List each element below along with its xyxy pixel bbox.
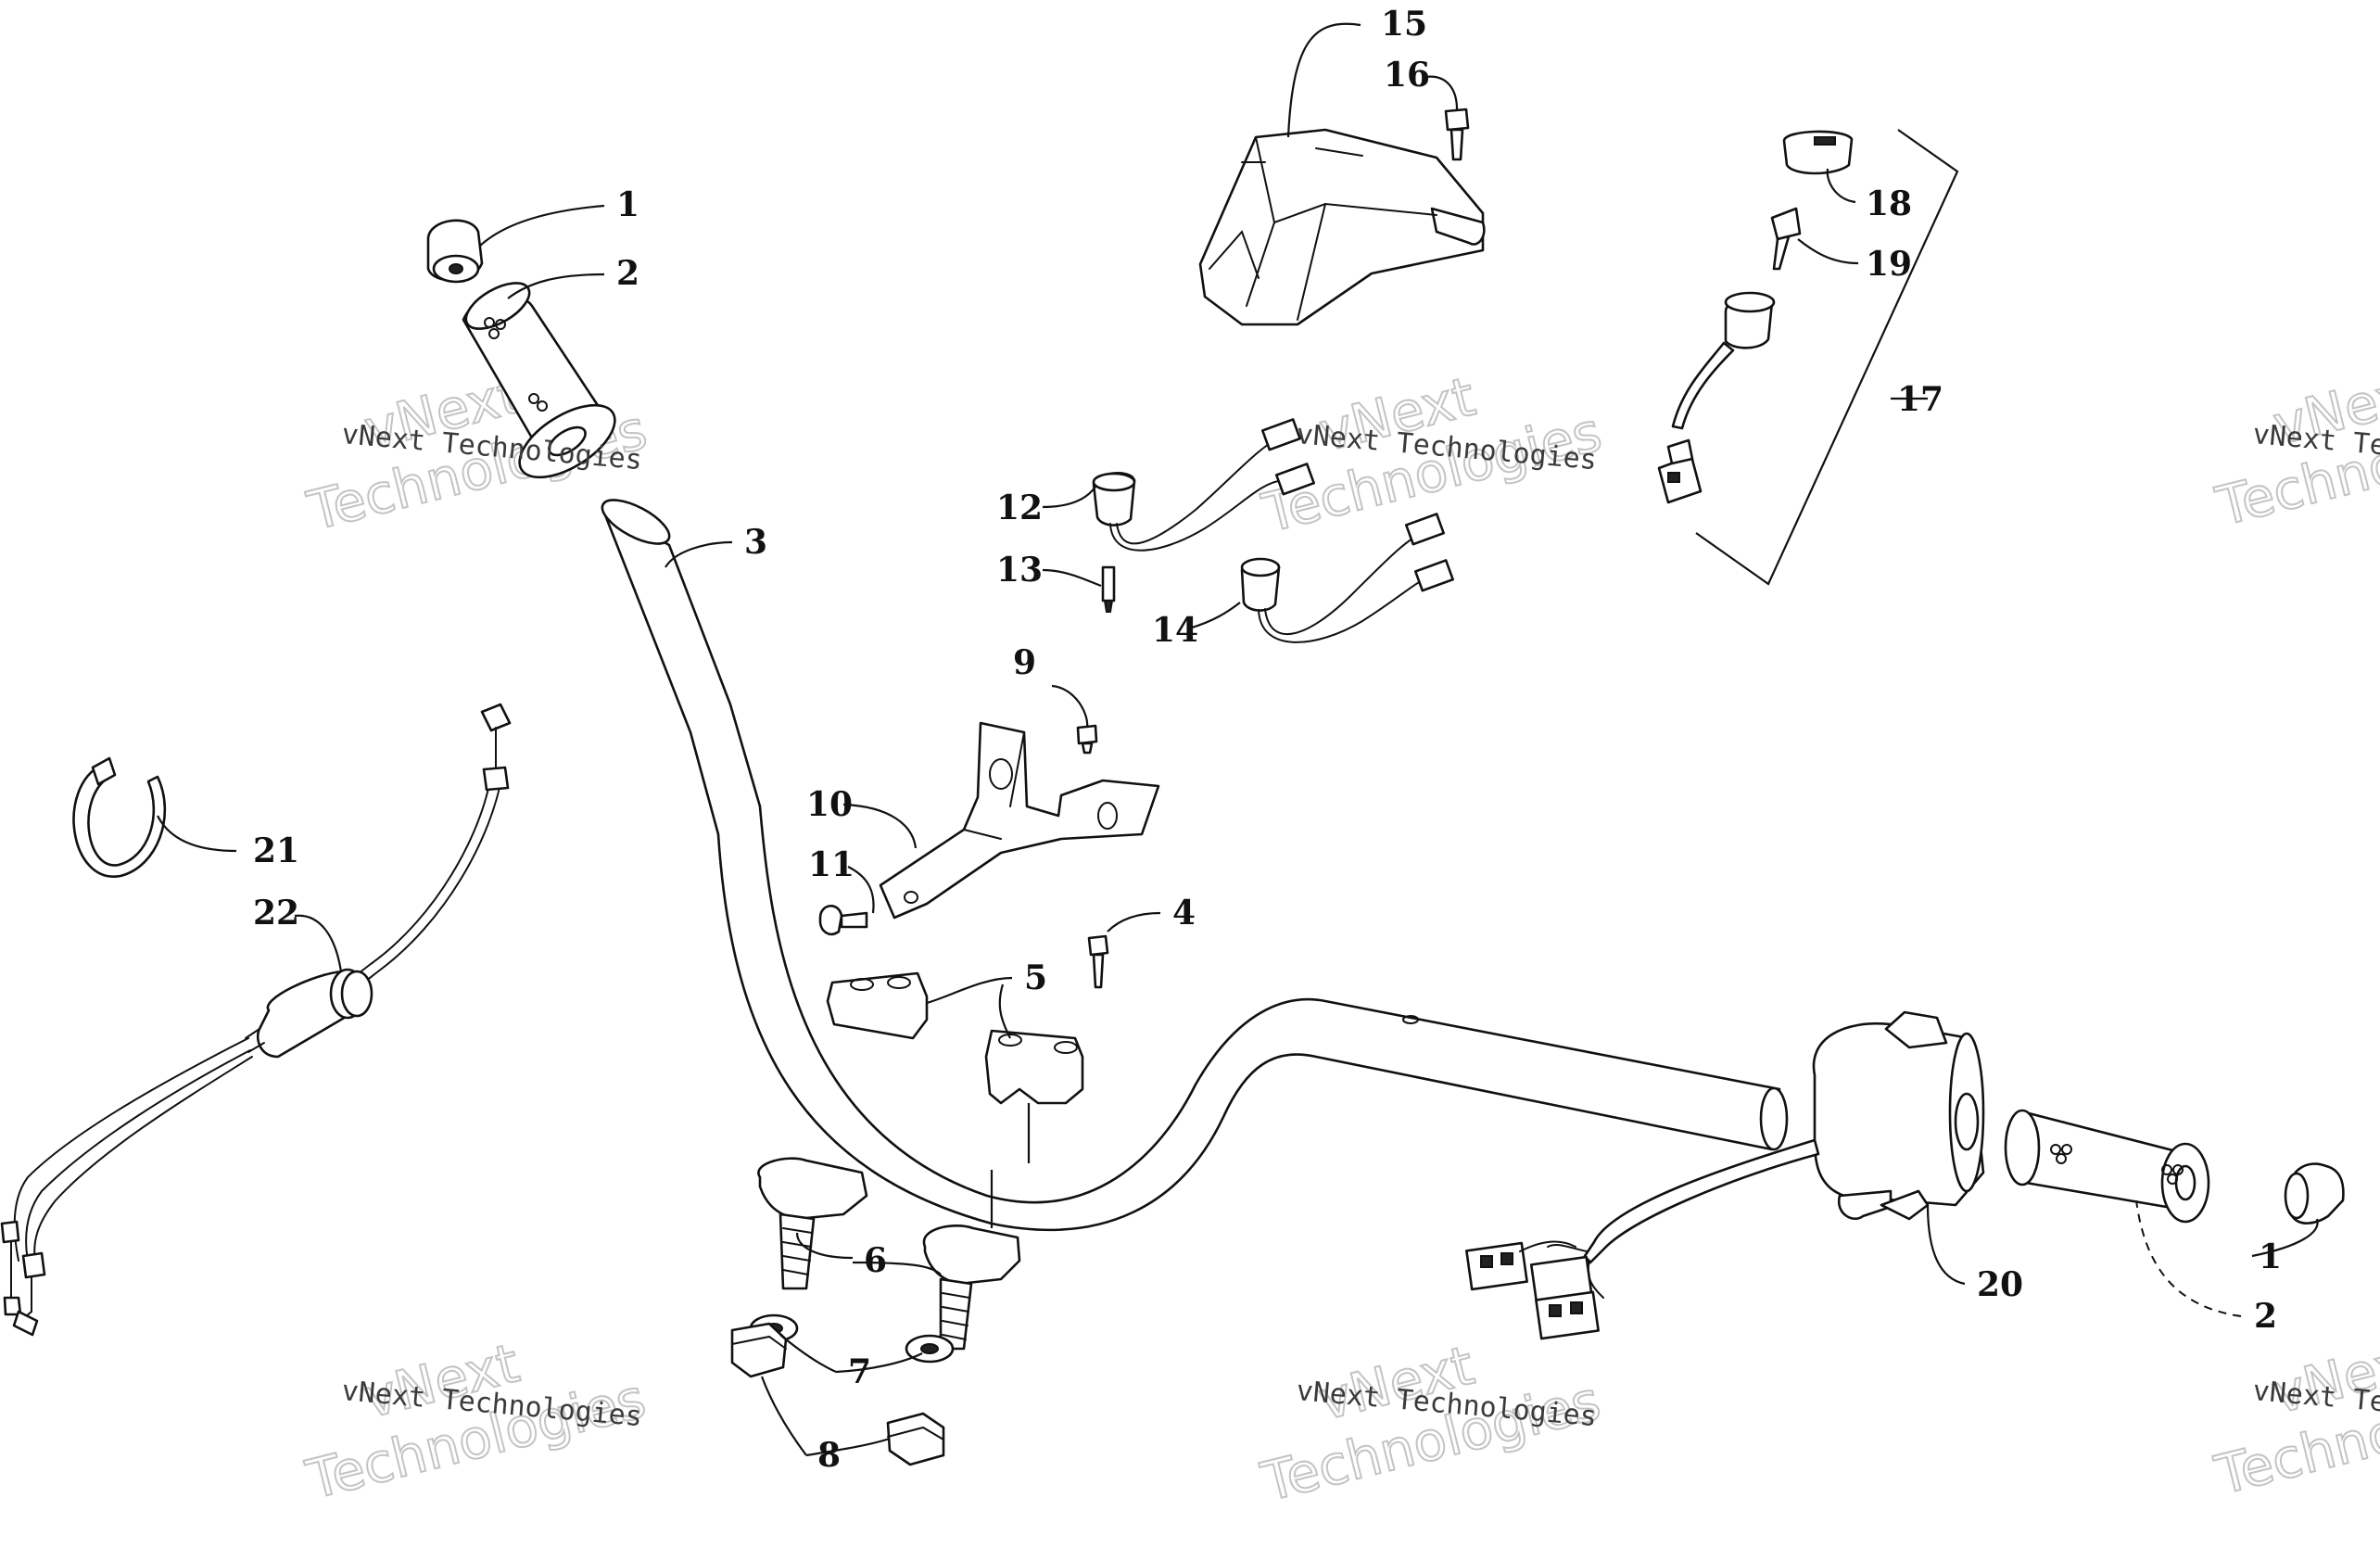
part-ignition-cap [1782,130,1854,175]
callout-16: 16 [1384,56,1430,95]
part-ignition-switch [1657,291,1776,504]
part-screw-4 [1087,934,1109,989]
callout-5: 5 [1024,958,1047,997]
callout-2-right: 2 [2254,1297,2277,1336]
callout-10: 10 [806,785,853,824]
callout-1: 1 [616,185,639,224]
callout-17: 17 [1897,380,1943,419]
part-left-bar-end [426,219,484,284]
part-screw-9 [1076,724,1098,755]
callout-18: 18 [1866,184,1912,223]
part-bracket-10 [879,721,1160,920]
part-handlebar [601,499,1789,1232]
callout-20: 20 [1977,1265,2023,1304]
part-switch-housing [1465,1010,1985,1340]
part-bolt-11 [818,905,868,936]
callout-11: 11 [808,845,855,884]
part-screw-16 [1444,108,1470,161]
callout-21: 21 [253,831,299,870]
part-upper-clamp-a [826,971,929,1040]
part-nut-b [886,1412,945,1466]
part-ignition-key [1770,207,1802,271]
callout-8: 8 [817,1436,841,1475]
part-nut-a [730,1322,788,1378]
part-riser-a [757,1157,868,1290]
leader-lines [157,22,2319,1457]
callout-12: 12 [996,489,1043,527]
part-switch-12 [1092,418,1315,552]
watermark-layer: vNext Technologies vNext Technologies vN… [299,357,2380,1515]
part-switch-14 [1240,513,1454,643]
callout-3: 3 [744,523,767,562]
callout-22: 22 [253,894,299,933]
bracket-17 [1695,129,1959,586]
callout-labels: 1 2 3 4 5 6 7 8 9 10 11 12 13 14 15 16 1… [253,5,2282,1475]
part-right-bar-end [2284,1162,2345,1224]
callout-1-right: 1 [2259,1237,2282,1276]
part-bulb-13 [1101,565,1116,613]
callout-14: 14 [1152,611,1198,650]
callout-9: 9 [1013,643,1036,682]
part-throttle-cable [0,703,512,1337]
callout-15: 15 [1381,5,1427,44]
callout-2: 2 [616,254,639,293]
part-right-grip [2004,1109,2210,1224]
callout-4: 4 [1172,894,1196,933]
part-upper-clamp-b [984,1029,1084,1105]
part-visor-cover [1198,128,1486,326]
callout-7: 7 [848,1352,871,1391]
callout-19: 19 [1866,245,1912,284]
part-riser-b [922,1224,1021,1351]
callout-6: 6 [864,1241,887,1280]
part-clamp-ring [72,756,167,878]
callout-13: 13 [996,551,1043,590]
